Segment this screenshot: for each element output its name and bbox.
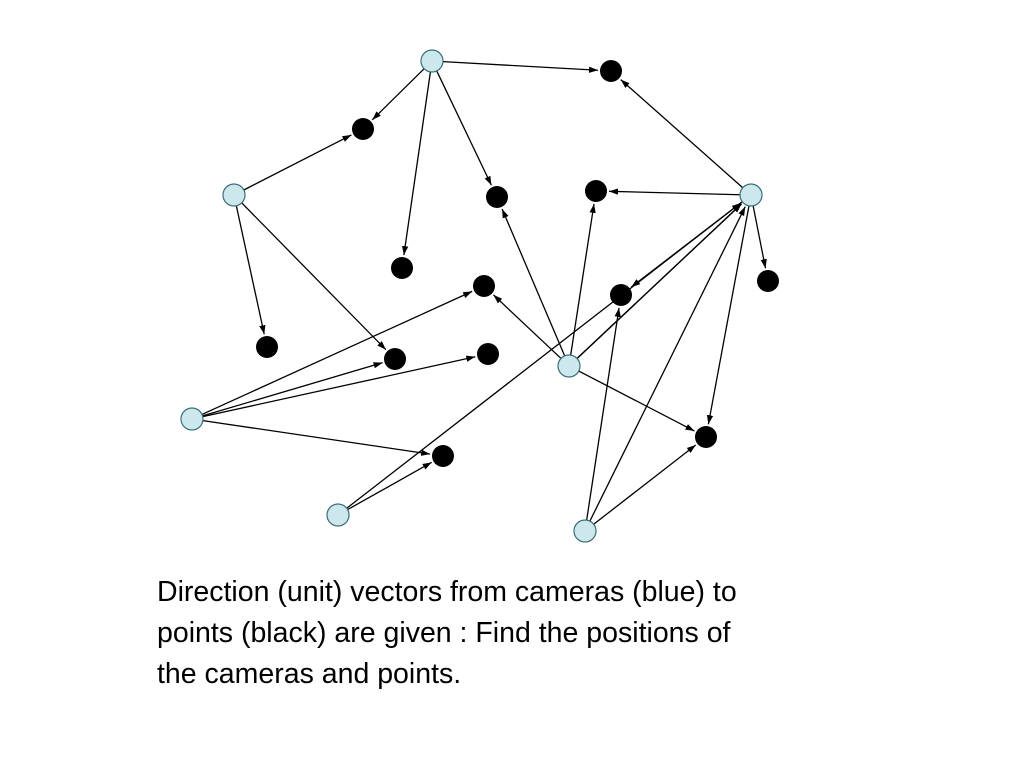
- direction-vector-c2-to-p5: [235, 205, 266, 335]
- direction-vector-c1-to-p2: [371, 68, 425, 121]
- direction-vector-c3-to-p13: [706, 205, 750, 425]
- point-node-p2: [352, 118, 374, 140]
- caption-line-2: points (black) are given : Find the posi…: [157, 617, 731, 649]
- camera-node-c2: [222, 183, 246, 207]
- point-node-p11: [432, 445, 454, 467]
- direction-vector-c6-to-p7: [493, 294, 562, 359]
- direction-vector-c1-to-p4: [402, 71, 432, 256]
- direction-vectors: [201, 60, 767, 525]
- point-node-p3: [486, 186, 508, 208]
- camera-node-c3: [739, 183, 763, 207]
- direction-vector-c6-to-p13: [578, 370, 695, 432]
- camera-node-c1: [420, 49, 444, 73]
- direction-vector-c3-to-p6: [608, 188, 741, 196]
- graph-nodes: [180, 49, 779, 543]
- point-node-p5: [256, 336, 278, 358]
- direction-vector-c4-to-p11: [202, 419, 431, 456]
- point-node-p1: [600, 60, 622, 82]
- direction-vector-c7-to-p13: [593, 444, 697, 525]
- caption-line-3: the cameras and points.: [157, 658, 462, 690]
- point-node-p8: [757, 270, 779, 292]
- point-node-p13: [695, 426, 717, 448]
- camera-node-c5: [326, 503, 350, 527]
- camera-node-c6: [557, 354, 581, 378]
- camera-node-c7: [573, 519, 597, 543]
- direction-vector-c4-to-p7: [201, 290, 473, 416]
- camera-node-c4: [180, 407, 204, 431]
- direction-vector-c4-to-p12: [202, 355, 476, 418]
- point-node-p10: [384, 348, 406, 370]
- direction-vector-c3-to-p8: [752, 205, 767, 269]
- direction-vector-c6-to-c3: [576, 203, 742, 359]
- caption-line-1: Direction (unit) vectors from cameras (b…: [157, 576, 737, 608]
- point-node-p12: [477, 343, 499, 365]
- direction-vector-c2-to-p10: [241, 202, 387, 351]
- direction-vector-c4-to-p10: [202, 362, 383, 417]
- direction-vector-c6-to-p3: [501, 208, 566, 357]
- direction-vector-c7-to-p14: [589, 206, 746, 522]
- direction-vector-c7-to-p9: [586, 307, 621, 521]
- point-node-p6: [585, 180, 607, 202]
- direction-vector-c2-to-p2: [243, 134, 352, 191]
- point-node-p7: [473, 275, 495, 297]
- direction-vector-c5-to-p14: [346, 202, 742, 509]
- point-node-p4: [391, 257, 413, 279]
- caption: Direction (unit) vectors from cameras (b…: [157, 572, 917, 695]
- camera-point-diagram: [180, 49, 779, 543]
- direction-vector-c5-to-p11: [347, 461, 432, 511]
- point-node-p9: [610, 284, 632, 306]
- direction-vector-c3-to-p1: [620, 79, 744, 189]
- direction-vector-c1-to-p1: [442, 60, 599, 73]
- direction-vector-c1-to-p3: [436, 70, 492, 186]
- direction-vector-c6-to-p6: [570, 203, 596, 356]
